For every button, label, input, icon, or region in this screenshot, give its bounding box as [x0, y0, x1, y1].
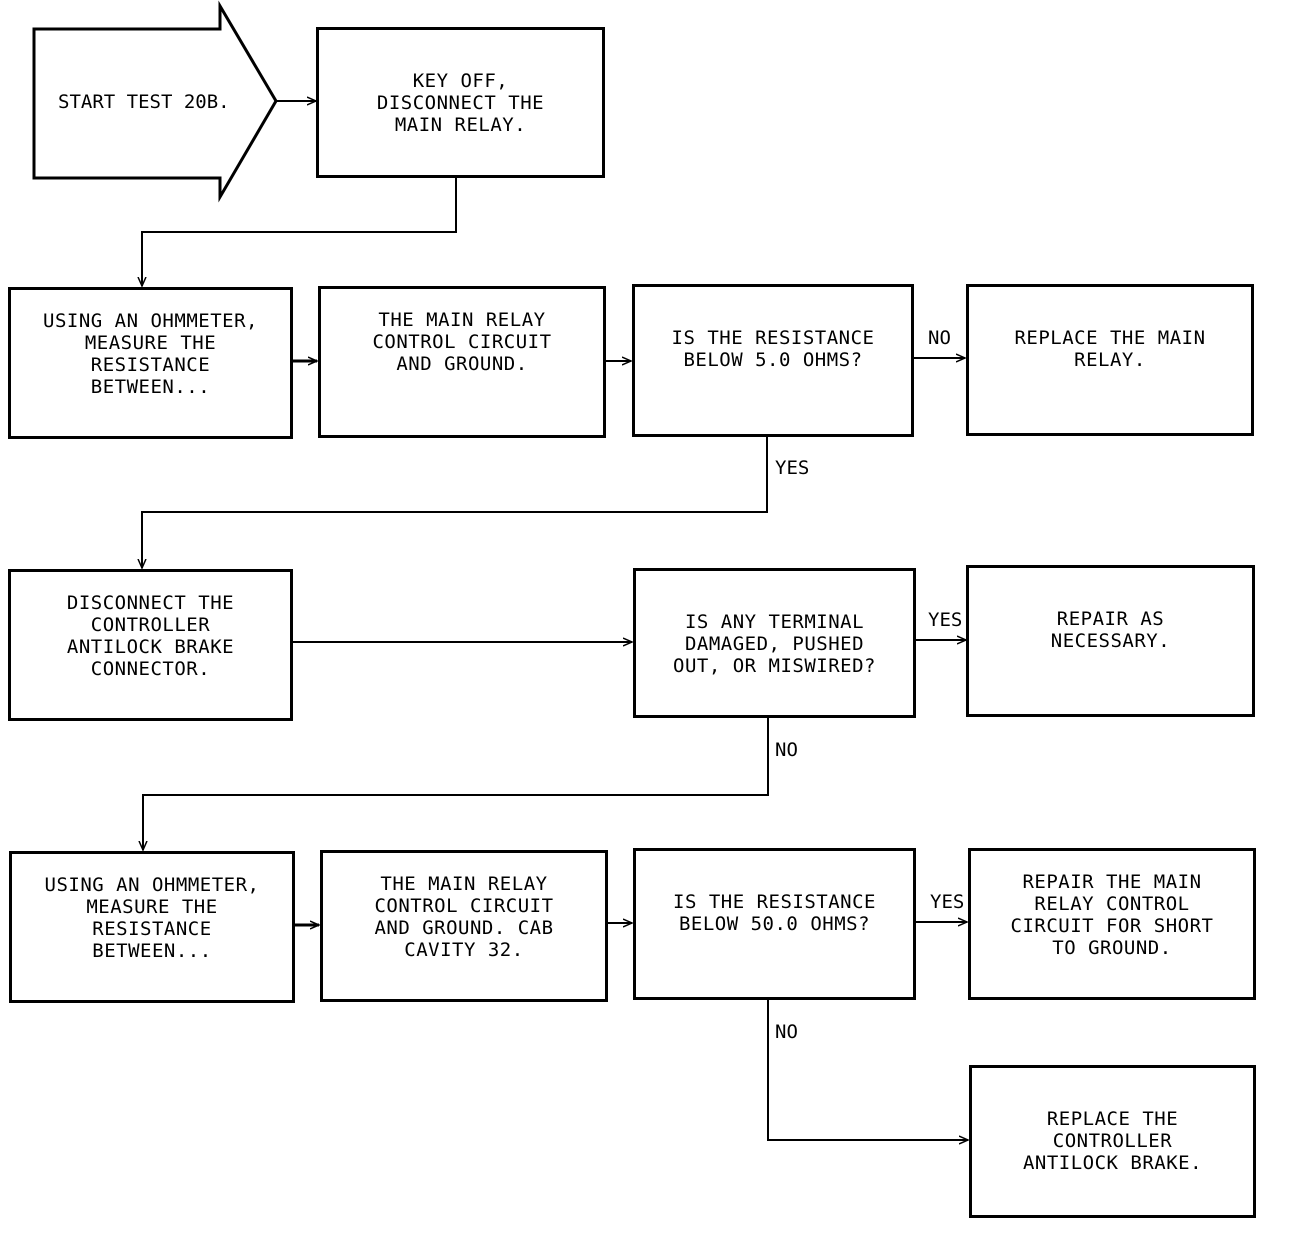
- resistance-below-50-text: IS THE RESISTANCE BELOW 50.0 OHMS?: [673, 891, 876, 935]
- replace-main-relay-box: REPLACE THE MAIN RELAY.: [966, 284, 1254, 436]
- terminal-damaged-decision: IS ANY TERMINAL DAMAGED, PUSHED OUT, OR …: [633, 568, 916, 718]
- start-arrow-shape: [32, 0, 278, 203]
- terminal-damaged-text: IS ANY TERMINAL DAMAGED, PUSHED OUT, OR …: [673, 611, 876, 677]
- key-off-text: KEY OFF, DISCONNECT THE MAIN RELAY.: [376, 70, 545, 136]
- relay-ground-box-2: THE MAIN RELAY CONTROL CIRCUIT AND GROUN…: [320, 850, 608, 1002]
- measure-resistance-box-2: USING AN OHMMETER, MEASURE THE RESISTANC…: [9, 851, 295, 1003]
- yes-label-2: YES: [928, 609, 963, 631]
- disconnect-controller-text: DISCONNECT THE CONTROLLER ANTILOCK BRAKE…: [66, 592, 235, 680]
- repair-short-text: REPAIR THE MAIN RELAY CONTROL CIRCUIT FO…: [1010, 871, 1214, 959]
- measure-resistance-text-1: USING AN OHMMETER, MEASURE THE RESISTANC…: [43, 310, 258, 398]
- disconnect-controller-box: DISCONNECT THE CONTROLLER ANTILOCK BRAKE…: [8, 569, 293, 721]
- no-label-3: NO: [775, 1021, 798, 1043]
- relay-ground-text-2: THE MAIN RELAY CONTROL CIRCUIT AND GROUN…: [374, 873, 554, 961]
- replace-main-relay-text: REPLACE THE MAIN RELAY.: [1014, 327, 1206, 371]
- start-label: START TEST 20B.: [58, 91, 230, 113]
- relay-ground-box-1: THE MAIN RELAY CONTROL CIRCUIT AND GROUN…: [318, 286, 606, 438]
- key-off-box: KEY OFF, DISCONNECT THE MAIN RELAY.: [316, 27, 605, 178]
- no-label-2: NO: [775, 739, 798, 761]
- resistance-below-5-decision: IS THE RESISTANCE BELOW 5.0 OHMS?: [632, 284, 914, 437]
- yes-label-1: YES: [775, 457, 810, 479]
- relay-ground-text-1: THE MAIN RELAY CONTROL CIRCUIT AND GROUN…: [372, 309, 552, 375]
- replace-controller-text: REPLACE THE CONTROLLER ANTILOCK BRAKE.: [1022, 1108, 1203, 1174]
- measure-resistance-box-1: USING AN OHMMETER, MEASURE THE RESISTANC…: [8, 287, 293, 439]
- resistance-below-5-text: IS THE RESISTANCE BELOW 5.0 OHMS?: [671, 327, 875, 371]
- yes-label-3: YES: [930, 891, 965, 913]
- resistance-below-50-decision: IS THE RESISTANCE BELOW 50.0 OHMS?: [633, 848, 916, 1000]
- repair-as-necessary-text: REPAIR AS NECESSARY.: [1050, 608, 1171, 652]
- measure-resistance-text-2: USING AN OHMMETER, MEASURE THE RESISTANC…: [44, 874, 260, 962]
- repair-as-necessary-box: REPAIR AS NECESSARY.: [966, 565, 1255, 717]
- no-label-1: NO: [928, 327, 951, 349]
- replace-controller-box: REPLACE THE CONTROLLER ANTILOCK BRAKE.: [969, 1065, 1256, 1218]
- repair-short-box: REPAIR THE MAIN RELAY CONTROL CIRCUIT FO…: [968, 848, 1256, 1000]
